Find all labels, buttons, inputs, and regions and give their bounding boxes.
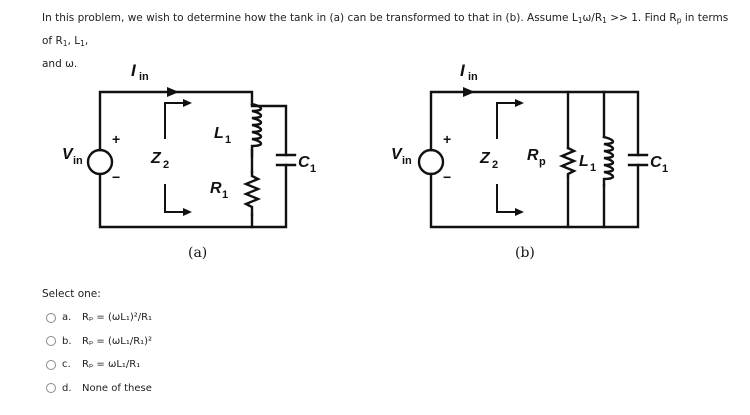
rp-sub-b: p [539,156,546,168]
radio-button-a[interactable] [46,312,56,323]
c1-sub-b: 1 [662,163,668,175]
question-sub: 1 [80,39,85,48]
bracket-arrow-b-top [515,99,524,107]
question-line-1: In this problem, we wish to determine ho… [42,8,732,54]
question-part: ω/R [582,12,603,24]
z2-sub-a: 2 [163,159,169,171]
question-part: In this problem, we wish to determine ho… [42,12,578,24]
z2-bracket-b [496,102,519,213]
l1-label-b: L [579,153,589,170]
r1-label-a: R [210,180,222,197]
minus-sign-a: − [112,169,120,185]
figure-b-caption: (b) [515,245,535,261]
option-letter: c. [62,359,71,371]
vin-sub-b: in [402,155,412,167]
current-arrow-a [167,87,179,97]
question-part: , [84,35,89,47]
option-letter: a. [62,312,72,324]
question-text: In this problem, we wish to determine ho… [42,8,732,74]
question-sub: 1 [577,16,583,25]
z2-label-b: Z [479,150,491,167]
rp-label-b: R [527,147,539,164]
capacitor-a [275,153,297,167]
option-d[interactable]: d. None of these [46,377,152,401]
inductor-a [250,102,263,158]
plus-sign-a: + [112,131,120,147]
vin-label-a: V [62,146,74,163]
plus-sign-b: + [443,131,451,147]
vin-label-b: V [391,146,403,163]
bracket-arrow-a-top [183,99,192,107]
option-text: Rₚ = (ωL₁)²/R₁ [82,312,153,324]
resistor-a [242,170,262,217]
vin-sub-a: in [73,155,83,167]
question-line-2: and ω. [42,58,78,70]
option-a[interactable]: a. Rₚ = (ωL₁)²/R₁ [46,306,152,330]
bracket-arrow-a-bottom [183,208,192,216]
iin-sub-a: in [139,71,149,83]
bracket-arrow-b-bottom [515,208,524,216]
c1-label-b: C [650,154,662,171]
question-part: , L [67,35,81,47]
c1-sub-a: 1 [310,163,316,175]
option-letter: b. [62,335,72,347]
l1-sub-b: 1 [590,162,596,174]
c1-label-a: C [298,154,310,171]
iin-sub-b: in [468,71,478,83]
option-text: None of these [82,382,152,394]
radio-button-b[interactable] [46,336,56,347]
question-sub: p [676,16,682,25]
inductor-b [602,135,615,187]
iin-label-b: I [460,61,466,80]
option-letter: d. [62,382,72,394]
capacitor-b [627,153,649,167]
question-sub: 1 [602,16,607,25]
r1-sub-a: 1 [222,189,228,201]
circuit-figures: I in V in + − Z 2 L 1 R 1 C 1 (a) I in V… [62,61,668,261]
option-text: Rₚ = (ωL₁/R₁)² [82,335,153,347]
voltage-source-a [86,148,114,176]
question-part: >> 1. Find R [606,12,677,24]
option-b[interactable]: b. Rₚ = (ωL₁/R₁)² [46,330,152,354]
voltage-source-b [417,148,445,176]
circuit-b-wires [429,90,640,229]
z2-label-a: Z [150,150,162,167]
radio-button-c[interactable] [46,359,56,370]
figure-a-caption: (a) [188,245,207,261]
question-part: in terms of R [42,12,729,47]
minus-sign-b: − [443,169,451,185]
answer-options: a. Rₚ = (ωL₁)²/R₁ b. Rₚ = (ωL₁/R₁)² c. R… [46,306,152,400]
option-c[interactable]: c. Rₚ = ωL₁/R₁ [46,353,152,377]
z2-sub-b: 2 [492,159,498,171]
question-sub: 1 [62,39,68,48]
l1-label-a: L [214,125,224,142]
current-arrow-b [463,87,475,97]
resistor-rp-b [558,146,578,178]
option-text: Rₚ = ωL₁/R₁ [82,359,141,371]
radio-button-d[interactable] [46,383,56,394]
z2-bracket-a [164,102,187,213]
iin-label-a: I [131,61,137,80]
l1-sub-a: 1 [225,134,231,146]
select-one-label: Select one: [42,288,101,300]
